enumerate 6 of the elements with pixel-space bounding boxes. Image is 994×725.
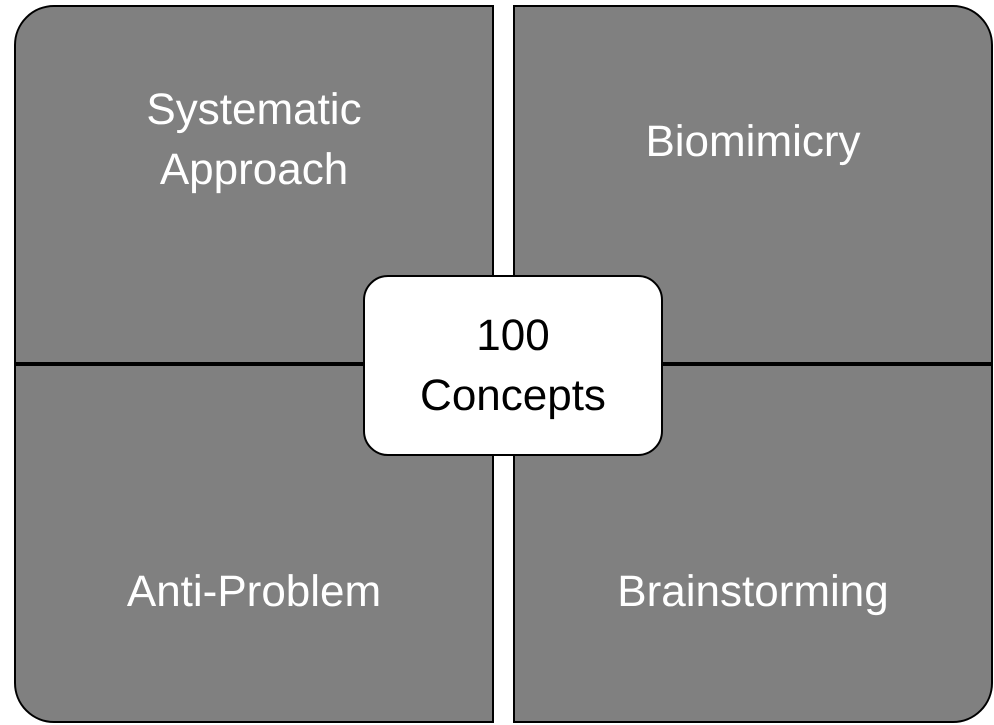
center-label: 100 Concepts	[419, 310, 607, 422]
quadrant-label: Systematic Approach	[145, 84, 363, 196]
quadrant-label: Biomimicry	[644, 116, 862, 168]
center-box	[363, 275, 663, 456]
quadrant-label: Anti-Problem	[126, 566, 382, 618]
quadrant-label: Brainstorming	[616, 566, 890, 618]
